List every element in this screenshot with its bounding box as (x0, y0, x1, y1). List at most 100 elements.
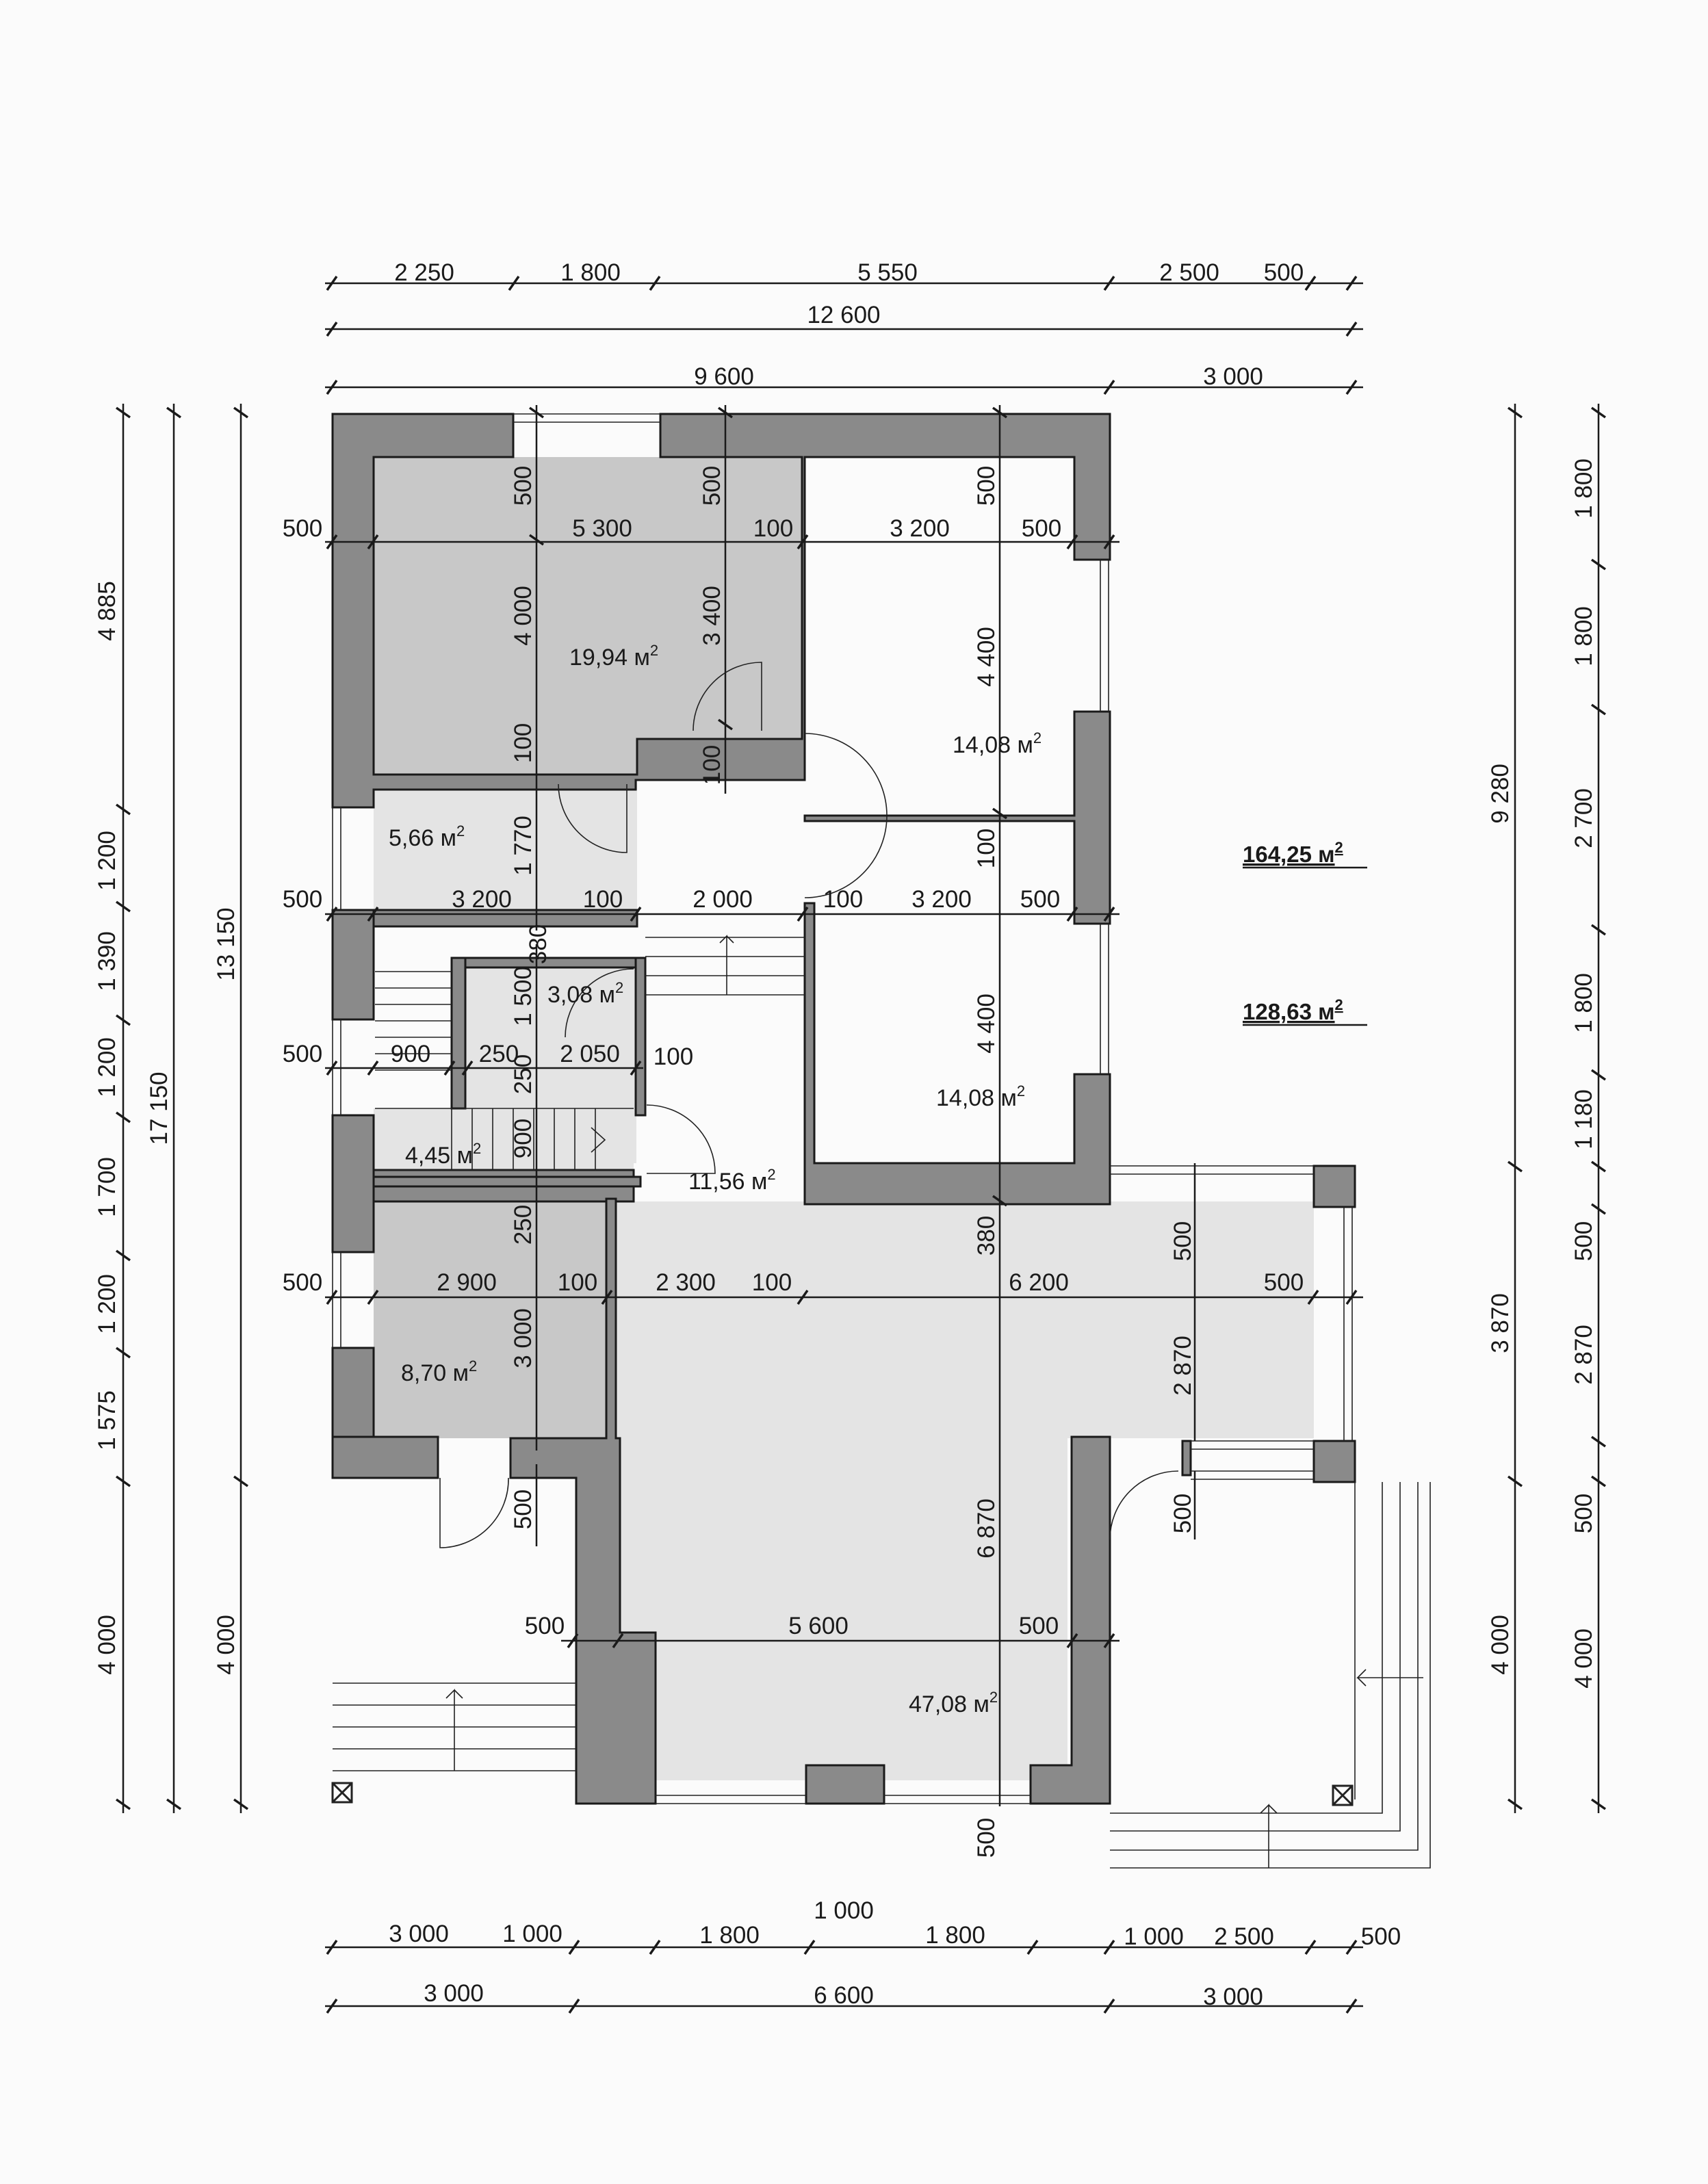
room-area-8: 8,70 м2 (401, 1357, 477, 1386)
dim-int-3200-2: 3 200 (452, 886, 512, 913)
floor-fills (374, 457, 1314, 1780)
dim-left-1200b: 1 200 (94, 1037, 120, 1097)
dim-int-100-2: 100 (583, 886, 623, 913)
walls (331, 413, 1356, 1805)
dim-int-250: 250 (479, 1041, 519, 1067)
dim-int-5300: 5 300 (572, 515, 632, 542)
dimension-texts: 2 250 1 800 5 550 2 500 500 12 600 9 600… (94, 259, 1597, 2010)
dim-int-500-l3: 500 (283, 1041, 322, 1067)
dim-bot-3000b: 3 000 (424, 1980, 484, 2007)
dim-int-v2870: 2 870 (1169, 1336, 1196, 1396)
dim-bot-500: 500 (1361, 1923, 1401, 1950)
dim-int-5600: 5 600 (788, 1613, 849, 1639)
stairs (333, 935, 1431, 1869)
dim-int-100-6: 100 (752, 1269, 792, 1296)
dim-int-v100-3: 100 (973, 829, 1000, 868)
dim-int-v900: 900 (510, 1119, 536, 1158)
dim-bot-3000a: 3 000 (389, 1921, 449, 1947)
dim-top-5550: 5 550 (857, 259, 918, 286)
dim-int-500-l2: 500 (283, 886, 322, 913)
dim-int-500-l5: 500 (525, 1613, 565, 1639)
dim-int-v500-2: 500 (699, 466, 725, 506)
living-area: 128,63 м2 (1243, 996, 1343, 1024)
dim-int-500-r5: 500 (1019, 1613, 1059, 1639)
dim-int-2000: 2 000 (693, 886, 753, 913)
doors (439, 662, 1179, 1548)
dim-int-2050: 2 050 (560, 1041, 620, 1067)
dim-top-12600: 12 600 (807, 302, 880, 328)
dim-int-100-5: 100 (558, 1269, 597, 1296)
dim-int-v100-1: 100 (510, 723, 536, 763)
dim-right-1800b: 1 800 (1570, 606, 1597, 666)
dim-top-500: 500 (1264, 259, 1304, 286)
dim-int-v4400-2: 4 400 (973, 993, 1000, 1054)
dim-int-6200: 6 200 (1009, 1269, 1069, 1296)
room-area-3: 5,66 м2 (389, 822, 465, 851)
total-area: 164,25 м2 (1243, 839, 1343, 867)
dim-int-v4000: 4 000 (510, 586, 536, 646)
dim-int-v380-1: 380 (525, 924, 552, 964)
dim-left-1200a: 1 200 (94, 831, 120, 891)
dim-bot-1000b: 1 000 (1124, 1923, 1184, 1950)
dim-int-100-3: 100 (823, 886, 863, 913)
dimension-ticks (115, 275, 1607, 2014)
dim-int-v3000: 3 000 (510, 1308, 536, 1368)
dim-int-v1770: 1 770 (510, 816, 536, 876)
dim-left-1390: 1 390 (94, 931, 120, 991)
dim-int-3200-3: 3 200 (911, 886, 972, 913)
dim-int-v100-2: 100 (699, 745, 725, 785)
dim-right-500a: 500 (1570, 1221, 1597, 1261)
dim-int-500-r4: 500 (1264, 1269, 1304, 1296)
dim-int-v500-3: 500 (973, 466, 1000, 506)
dim-int-v380-2: 380 (973, 1216, 1000, 1256)
dim-top-9600: 9 600 (694, 363, 754, 390)
dim-int-500-r2: 500 (1020, 886, 1060, 913)
dim-top-2250: 2 250 (394, 259, 454, 286)
dim-int-v500-1: 500 (510, 466, 536, 506)
dim-top-3000: 3 000 (1203, 363, 1263, 390)
room-area-7: 11,56 м2 (688, 1166, 776, 1195)
dim-bot-2500: 2 500 (1214, 1923, 1274, 1950)
room-area-9: 47,08 м2 (909, 1689, 998, 1717)
dim-right-500b: 500 (1570, 1494, 1597, 1533)
dim-left-1575: 1 575 (94, 1390, 120, 1451)
dimension-lines (122, 282, 1600, 2007)
dim-top-2500: 2 500 (1159, 259, 1219, 286)
dim-right-1800c: 1 800 (1570, 973, 1597, 1033)
dim-right-1180: 1 180 (1570, 1089, 1597, 1149)
dim-right-1800a: 1 800 (1570, 458, 1597, 519)
dim-bot-6600: 6 600 (814, 1982, 874, 2009)
dim-int-900: 900 (391, 1041, 430, 1067)
room-areas: 19,94 м2 14,08 м2 5,66 м2 3,08 м2 14,08 … (389, 642, 1041, 1717)
dim-left-4000a: 4 000 (94, 1615, 120, 1675)
dim-right-4000a: 4 000 (1487, 1615, 1514, 1675)
dim-bot-1800a: 1 800 (699, 1922, 760, 1949)
corner-markers (331, 1782, 1354, 1806)
dim-left-1200c: 1 200 (94, 1274, 120, 1334)
dim-bot-1800b: 1 800 (925, 1922, 985, 1949)
dim-left-4885: 4 885 (94, 581, 120, 641)
dim-bot-1000a: 1 000 (502, 1921, 562, 1947)
dim-int-v6870: 6 870 (973, 1498, 1000, 1559)
dim-int-100-1: 100 (753, 515, 793, 542)
dim-int-v500-5: 500 (510, 1490, 536, 1529)
dim-int-100-4: 100 (654, 1043, 693, 1070)
windows (332, 413, 1353, 1804)
dim-int-v1500: 1 500 (510, 966, 536, 1026)
dim-int-3200-1: 3 200 (890, 515, 950, 542)
dim-left-4000b: 4 000 (213, 1615, 240, 1675)
room-area-5: 14,08 м2 (936, 1082, 1025, 1111)
dim-right-4000b: 4 000 (1570, 1628, 1597, 1689)
dim-left-1700: 1 700 (94, 1157, 120, 1217)
dim-int-v3400: 3 400 (699, 586, 725, 646)
dim-right-2870: 2 870 (1570, 1325, 1597, 1385)
dim-right-3870: 3 870 (1487, 1293, 1514, 1353)
dim-left-13150: 13 150 (213, 907, 240, 980)
dim-int-v250-2: 250 (510, 1205, 536, 1245)
room-area-4: 3,08 м2 (547, 979, 623, 1008)
dim-int-v500-4: 500 (1169, 1221, 1196, 1261)
dim-int-500-l1: 500 (283, 515, 322, 542)
dim-right-9280: 9 280 (1487, 764, 1514, 824)
